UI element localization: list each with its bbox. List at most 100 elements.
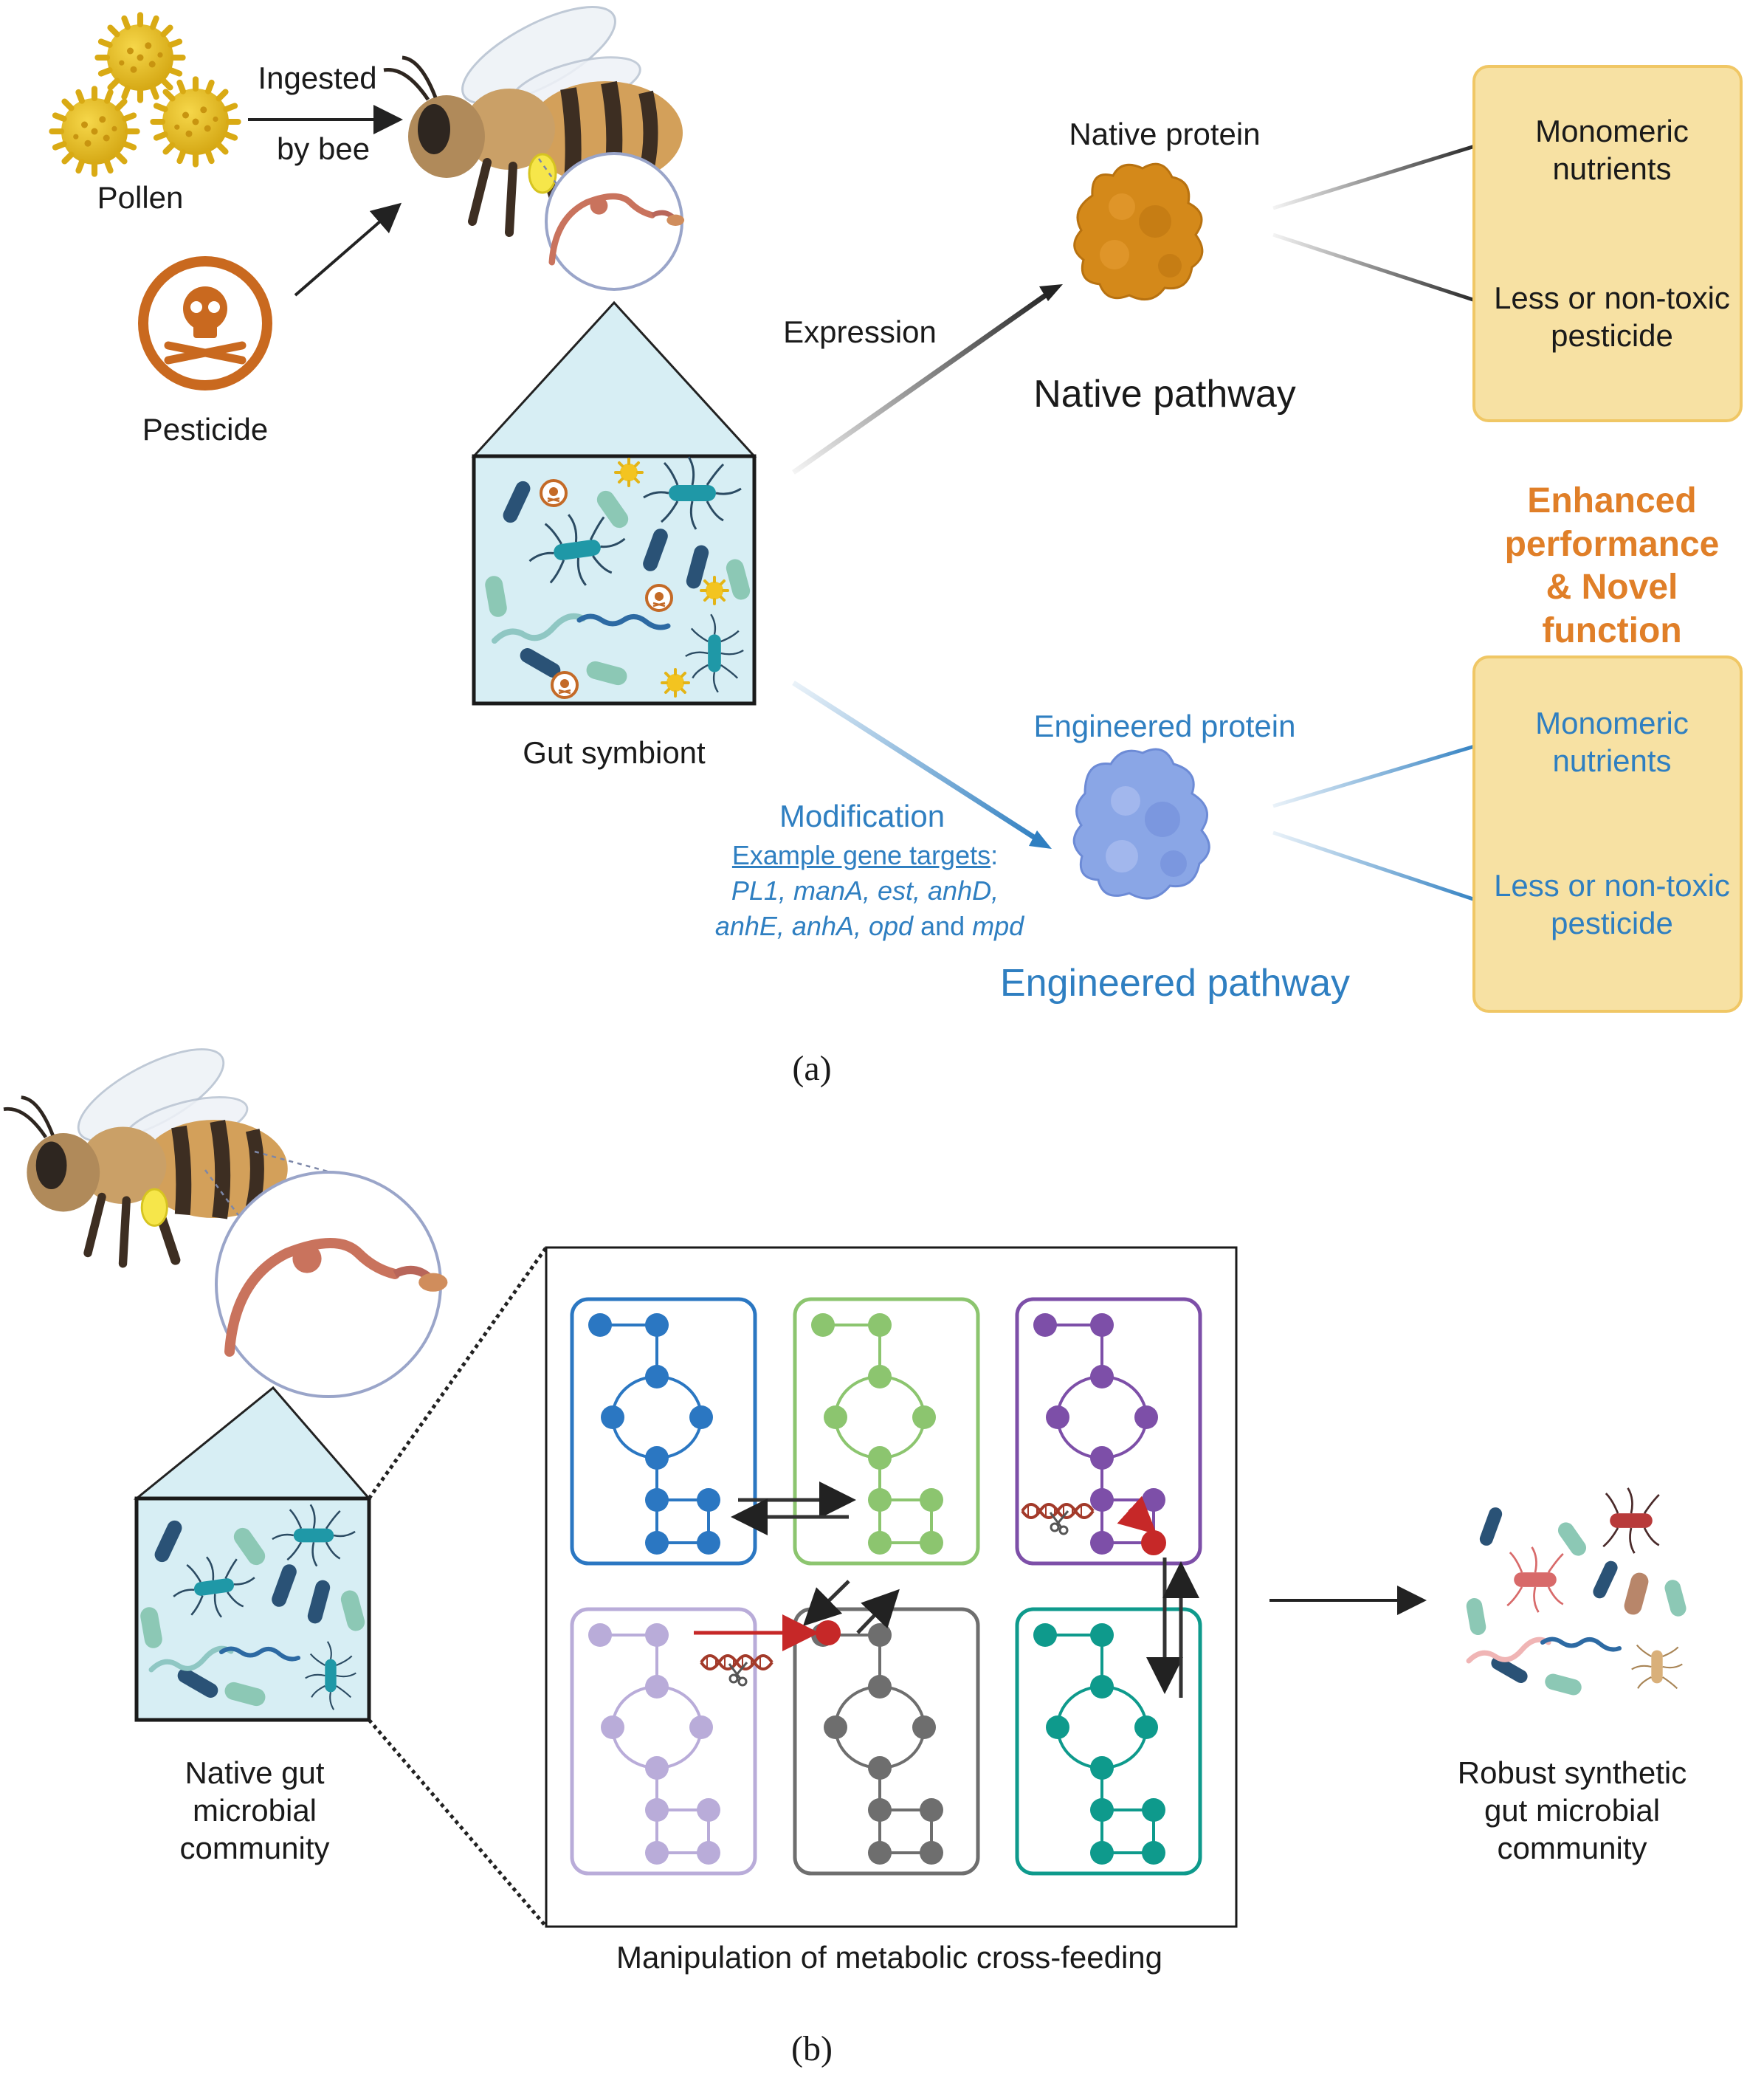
metabolite-node [811,1313,835,1337]
metabolite-node [645,1798,669,1822]
metabolite-node [1033,1623,1057,1647]
metabolite-node [645,1488,669,1512]
metabolite-node [1090,1488,1114,1512]
expression-label: Expression [783,314,937,349]
metabolite-node [920,1798,943,1822]
metabolite-node [697,1798,720,1822]
metabolite-node [645,1531,669,1555]
engineered-protein-icon [1072,748,1210,900]
panel-b-letter: (b) [791,2029,833,2068]
native-output-pesticide: Less or non-toxic pesticide [1494,281,1730,354]
metabolite-node [697,1488,720,1512]
metabolite-node [689,1405,713,1429]
pollen-icon [52,15,238,173]
metabolite-node [601,1715,624,1739]
metabolite-node [1090,1675,1114,1699]
metabolite-node [689,1715,713,1739]
metabolite-node [1142,1841,1165,1865]
modification-label: Modification [779,799,945,833]
native-community-box [134,1496,371,1722]
metabolite-node [697,1841,720,1865]
metabolite-node [868,1365,892,1388]
metabolite-node [1134,1715,1158,1739]
cross-feeding-panel [545,1246,1238,1928]
metabolite-node [645,1756,669,1780]
metabolite-node [645,1313,669,1337]
metabolite-node [868,1675,892,1699]
network-teal [1015,1607,1202,1876]
metabolic-networks [570,1297,1202,1876]
gut-icon [545,152,684,291]
pesticide-label: Pesticide [142,412,269,447]
engineered-output-nutrients: Monomeric nutrients [1535,706,1689,779]
metabolite-node [920,1531,943,1555]
metabolite-node [824,1715,847,1739]
engineered-output-pesticide: Less or non-toxic pesticide [1494,868,1730,941]
ingested-label-line2: by bee [276,131,371,166]
network-lavender [570,1607,757,1876]
metabolite-node [645,1841,669,1865]
metabolite-node [824,1405,847,1429]
network-green [793,1297,980,1566]
engineered-pathway-label: Engineered pathway [999,962,1351,1005]
metabolite-node [868,1446,892,1470]
metabolite-node [588,1623,612,1647]
zoom-triangle [133,1386,372,1500]
metabolite-node [1090,1446,1114,1470]
metabolite-node [1134,1405,1158,1429]
metabolite-node [1090,1798,1114,1822]
metabolite-node [601,1405,624,1429]
pesticide-arrow [294,202,402,297]
panel-a-letter: (a) [792,1049,832,1088]
metabolite-node [1090,1623,1114,1647]
metabolite-node [645,1446,669,1470]
network-purple [1015,1297,1202,1566]
gene-targets-line1: PL1, manA, est, anhD, [731,875,999,906]
metabolite-node [1046,1715,1069,1739]
synthetic-community-label: Robust synthetic gut microbial community [1457,1755,1687,1866]
network-blue [570,1297,757,1566]
zoom-triangle [471,300,757,458]
metabolite-node [645,1365,669,1388]
metabolite-node [920,1488,943,1512]
metabolite-node [1046,1405,1069,1429]
metabolite-node [1142,1798,1165,1822]
cross-feeding-arrows [694,1481,1199,1698]
metabolite-node [1090,1756,1114,1780]
engineered-protein-label: Engineered protein [1033,709,1296,743]
native-out-arrow-2 [1272,233,1483,305]
metabolite-node [1090,1531,1114,1555]
native-output-box [1472,65,1743,422]
modification-arrow [792,681,1042,844]
gut-symbiont-box [472,454,757,706]
metabolite-node [868,1841,892,1865]
engineered-output-box [1472,655,1743,1013]
metabolite-node [697,1531,720,1555]
gene-targets-heading: Example gene targets: [731,840,999,870]
enhanced-label: Enhanced performance & Novel function [1504,481,1720,650]
metabolite-node [868,1488,892,1512]
edited-node [816,1620,841,1645]
engineered-out-arrow-2 [1272,830,1483,904]
pollen-label: Pollen [97,180,184,215]
native-pathway-label: Native pathway [1033,373,1296,416]
edited-node [1141,1530,1166,1555]
metabolite-node [868,1756,892,1780]
pesticide-icon [138,256,272,390]
protein-icon [1073,162,1204,301]
metabolite-node [645,1623,669,1647]
ingested-label-line1: Ingested [258,61,377,95]
engineered-out-arrow-1 [1272,742,1483,808]
gene-targets-line2: anhE, anhA, opd and mpd [714,911,1024,941]
metabolite-node [912,1715,936,1739]
native-community-label: Native gut microbial community [179,1755,330,1866]
metabolite-node [868,1623,892,1647]
metabolite-node [868,1531,892,1555]
metabolite-node [645,1675,669,1699]
bacteria-icon [483,455,752,699]
native-protein-label: Native protein [1069,117,1261,151]
cross-feeding-label: Manipulation of metabolic cross-feeding [616,1940,1163,1975]
metabolite-node [1090,1365,1114,1388]
metabolite-node [1090,1313,1114,1337]
